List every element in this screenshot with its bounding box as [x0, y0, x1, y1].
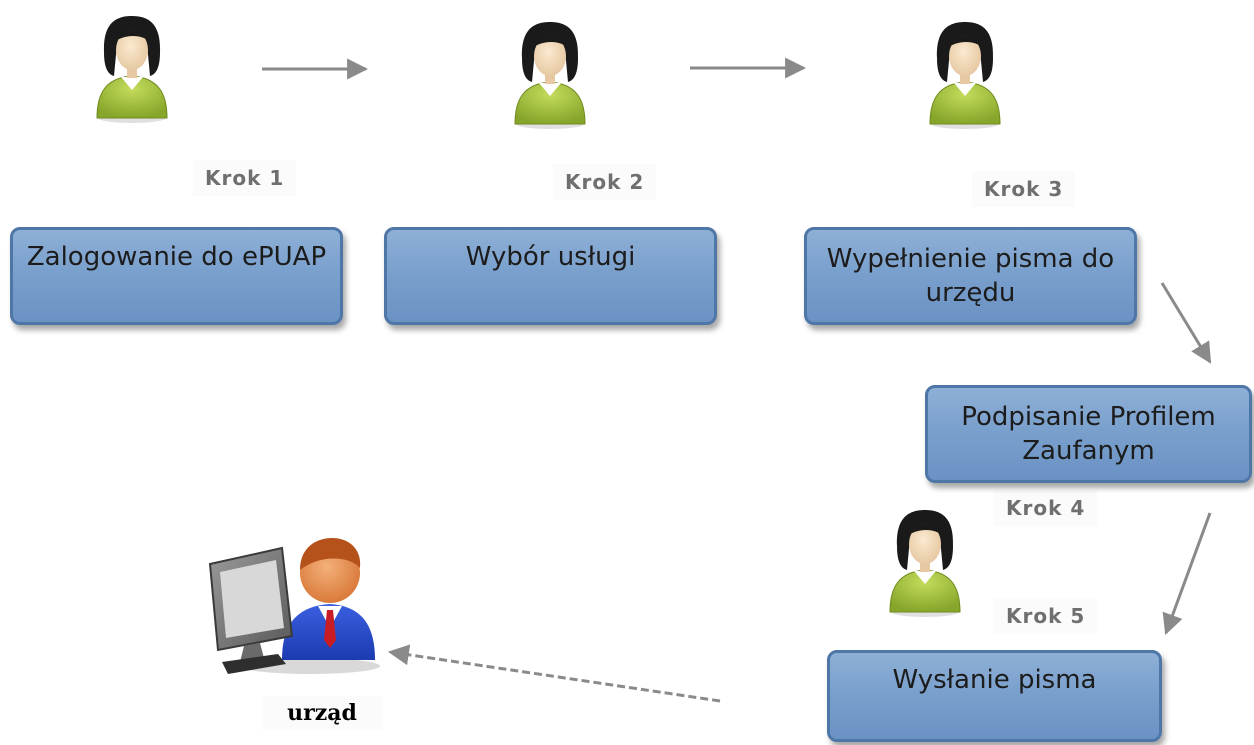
arrow-step4-to-step5 — [1162, 512, 1212, 635]
user-icon-step-1 — [87, 14, 177, 124]
step-5-box: Wysłanie pisma — [827, 650, 1162, 742]
arrow-step3-to-step4 — [1160, 282, 1212, 364]
arrow-step5-to-office — [387, 644, 721, 703]
user-icon-step-2 — [505, 20, 595, 130]
step-4-box: Podpisanie Profilem Zaufanym — [925, 385, 1252, 483]
office-worker-computer-icon — [200, 528, 380, 678]
step-1-label: Krok 1 — [193, 160, 297, 196]
user-icon-step-5 — [880, 508, 970, 618]
step-4-label: Krok 4 — [994, 490, 1098, 526]
office-label: urząd — [262, 696, 382, 730]
step-2-box: Wybór usługi — [384, 227, 717, 325]
step-2-label: Krok 2 — [553, 164, 657, 200]
step-3-label: Krok 3 — [972, 171, 1076, 207]
step-3-box: Wypełnienie pisma do urzędu — [804, 227, 1137, 325]
step-5-label: Krok 5 — [994, 598, 1098, 634]
step-1-box: Zalogowanie do ePUAP — [10, 227, 343, 325]
user-icon-step-3 — [920, 20, 1010, 130]
